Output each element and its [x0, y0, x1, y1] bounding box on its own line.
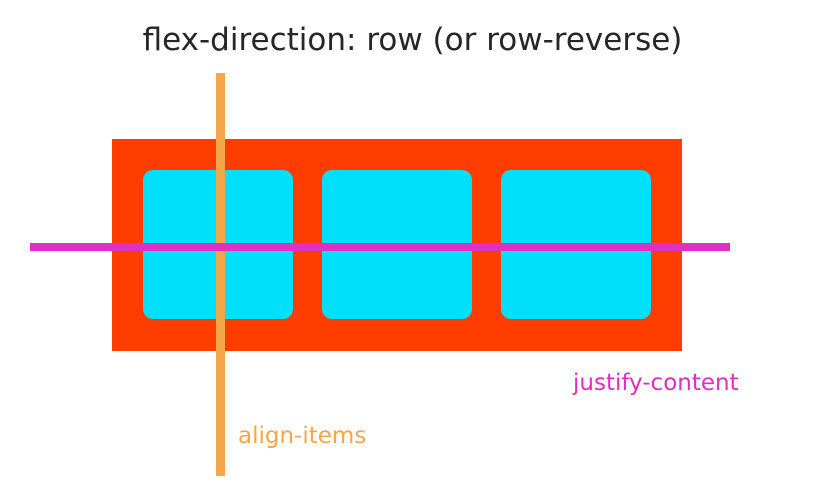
align-items-cross-axis-line — [216, 73, 225, 476]
diagram-title: flex-direction: row (or row-reverse) — [142, 22, 683, 58]
justify-content-main-axis-line — [30, 243, 730, 251]
align-items-label: align-items — [238, 423, 367, 449]
justify-content-label: justify-content — [573, 370, 739, 396]
